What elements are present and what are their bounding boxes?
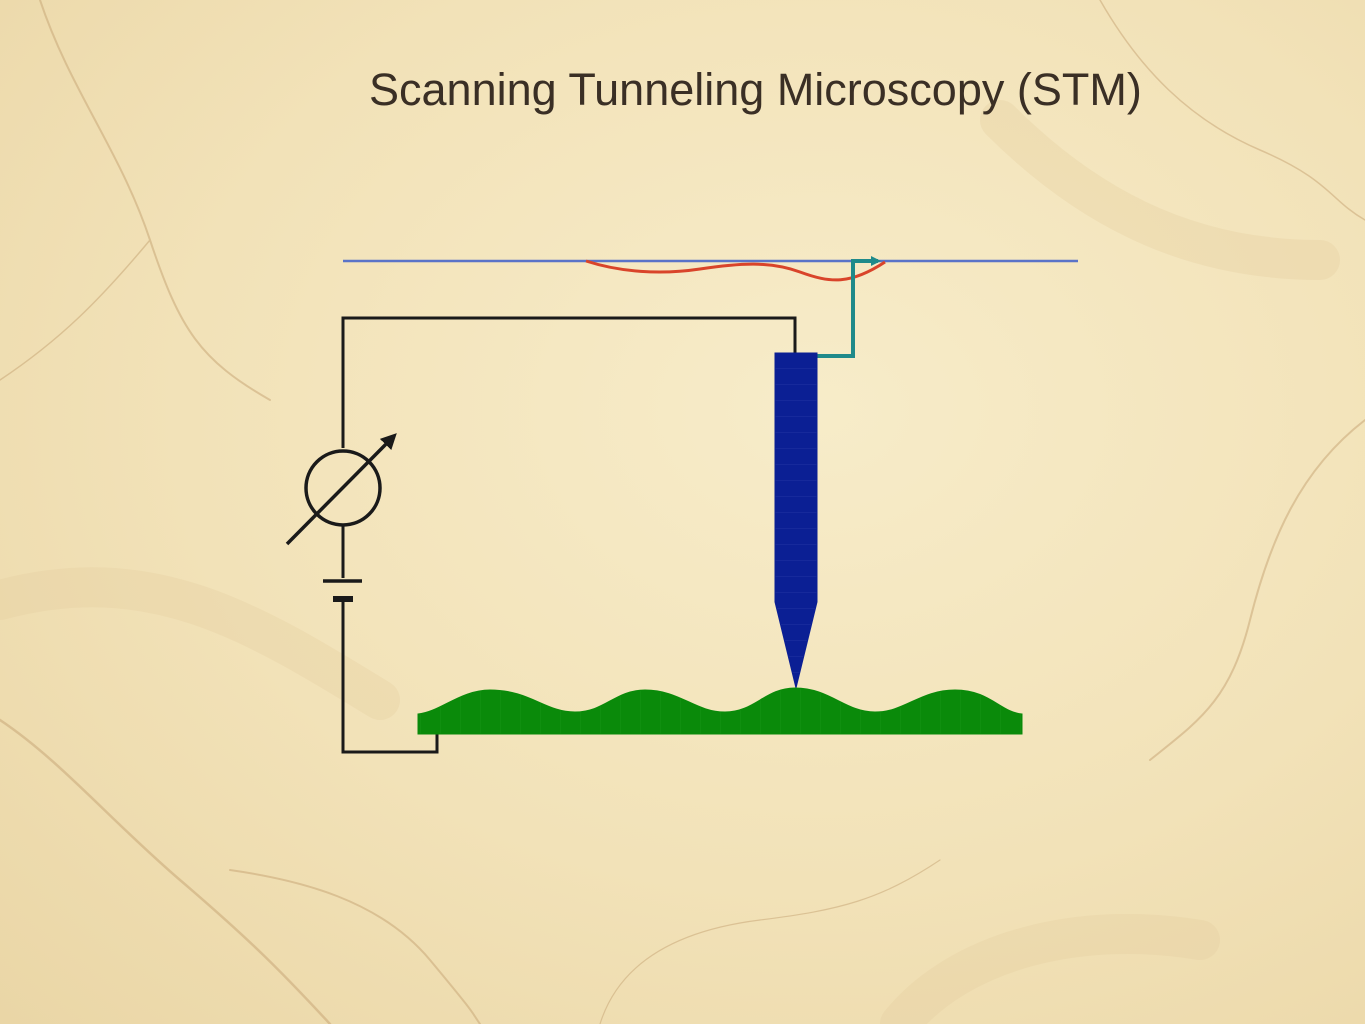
tip-height-trace [585, 259, 886, 282]
background-vein [229, 869, 481, 1024]
stm-tip [774, 352, 818, 689]
slide-title: Scanning Tunneling Microscopy (STM) [369, 64, 1142, 115]
circuit-wire-top [341, 316, 797, 448]
background-vein [599, 859, 941, 1024]
background-vein [0, 718, 332, 1024]
feedback-arrow [817, 256, 881, 358]
background-vein [1099, 0, 1365, 221]
battery-icon [323, 579, 362, 602]
background-vein [1149, 419, 1365, 761]
background-vein [0, 239, 151, 381]
ammeter-icon [285, 433, 397, 546]
circuit-wire-bottom [341, 600, 439, 754]
sample-surface [417, 687, 1023, 735]
